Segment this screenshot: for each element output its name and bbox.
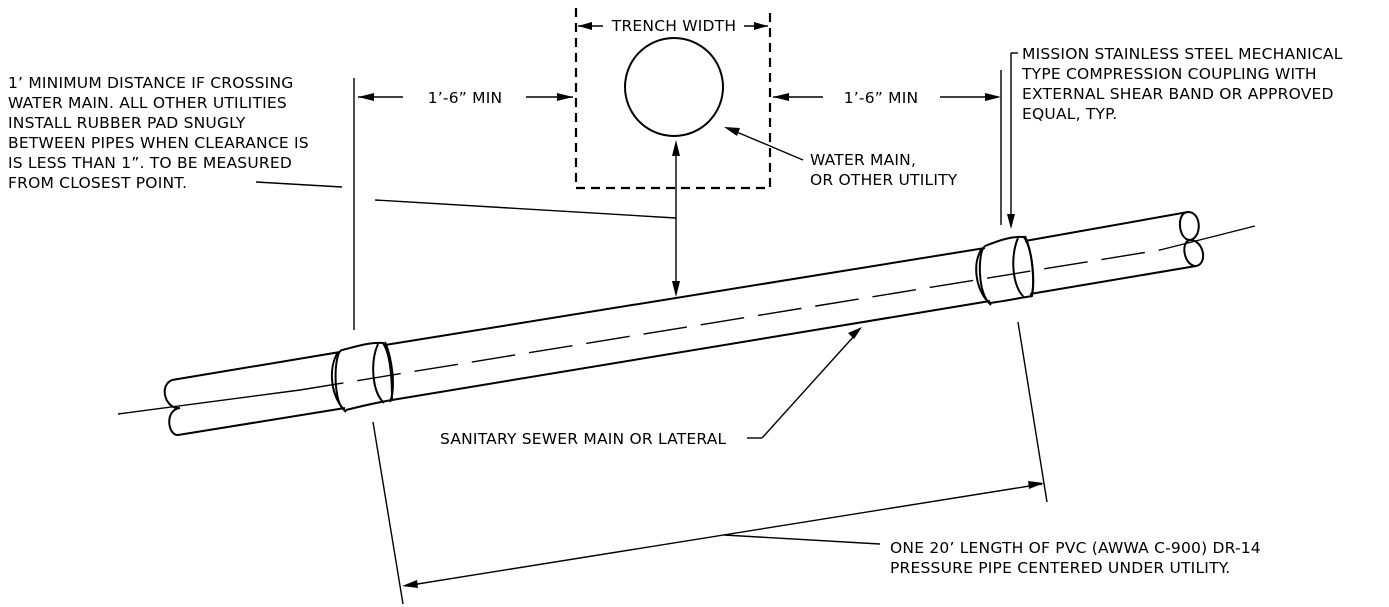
coupling-note-line-4: EQUAL, TYP. <box>1022 105 1117 123</box>
clearance-note-line-3: INSTALL RUBBER PAD SNUGLY <box>8 114 246 132</box>
clearance-note-line-1: 1’ MINIMUM DISTANCE IF CROSSING <box>8 74 293 92</box>
coupling-left <box>330 341 394 413</box>
extension-line-bottom-right <box>1017 321 1048 503</box>
coupling-note-line-2: TYPE COMPRESSION COUPLING WITH <box>1021 65 1317 83</box>
clearance-arrow-bottom <box>672 281 680 297</box>
clearance-note-line-4: BETWEEN PIPES WHEN CLEARANCE IS <box>8 134 309 152</box>
pipe-bottom-edge-mid <box>391 300 991 401</box>
pipe-break-left <box>163 379 181 436</box>
coupling-right-ring-a <box>978 245 991 304</box>
clearance-note-line-6: FROM CLOSEST POINT. <box>8 174 187 192</box>
pipe-bottom-edge-left <box>177 407 346 436</box>
offset-left-arrow-b <box>557 93 573 101</box>
sewer-main-label: SANITARY SEWER MAIN OR LATERAL <box>440 430 727 448</box>
length-arrow-right <box>1028 481 1044 489</box>
offset-left-arrow-a <box>358 93 374 101</box>
trench-width-arrow-left <box>578 22 592 30</box>
length-dim-line <box>404 483 1043 587</box>
pipe-top-edge-left <box>171 351 341 381</box>
water-main-leader <box>731 129 804 161</box>
pipe-break-right <box>1179 210 1205 268</box>
coupling-right-ring-c <box>1012 237 1026 299</box>
coupling-note-line-1: MISSION STAINLESS STEEL MECHANICAL <box>1022 45 1343 63</box>
length-dimension: ONE 20’ LENGTH OF PVC (AWWA C-900) DR-14… <box>372 321 1261 605</box>
clearance-leader-b <box>374 199 677 219</box>
clearance-note-line-5: IS LESS THAN 1”. TO BE MEASURED <box>8 154 292 172</box>
coupling-right-ring-d <box>1024 235 1035 298</box>
coupling-left-ring-b <box>330 351 347 413</box>
sewer-main-arrow <box>848 327 862 339</box>
clearance-leader-a <box>255 181 343 188</box>
trench-section: TRENCH WIDTH <box>574 8 772 190</box>
water-main-arrow <box>724 127 740 136</box>
length-arrow-left <box>402 580 418 588</box>
pvc-note-line-2: PRESSURE PIPE CENTERED UNDER UTILITY. <box>890 559 1230 577</box>
sewer-pipe <box>117 210 1256 436</box>
extension-line-bottom-left <box>372 421 404 605</box>
offset-right-label: 1’-6” MIN <box>844 89 919 107</box>
clearance-arrow-top <box>672 140 680 156</box>
coupling-right <box>975 235 1035 306</box>
coupling-left-band <box>341 341 394 411</box>
pipe-centerline <box>299 249 1161 391</box>
centerline-left-solid <box>117 389 301 415</box>
pipe-top-edge-mid <box>384 247 986 346</box>
coupling-right-ring-b <box>975 247 992 306</box>
centerline-right-solid <box>1159 225 1256 251</box>
pvc-leader <box>723 534 881 545</box>
offset-right-arrow-b <box>985 93 1001 101</box>
trench-width-label: TRENCH WIDTH <box>611 17 736 35</box>
clearance-note-line-2: WATER MAIN. ALL OTHER UTILITIES <box>8 94 287 112</box>
sewer-main-callout: SANITARY SEWER MAIN OR LATERAL <box>440 327 862 448</box>
pipe-top-edge-right <box>1024 211 1189 242</box>
coupling-note-line-3: EXTERNAL SHEAR BAND OR APPROVED <box>1022 85 1334 103</box>
coupling-note: MISSION STAINLESS STEEL MECHANICAL TYPE … <box>1007 45 1343 229</box>
water-main-callout: WATER MAIN, OR OTHER UTILITY <box>724 127 958 189</box>
water-main-pipe <box>624 37 724 137</box>
clearance-dimension <box>672 140 680 297</box>
trench-outline <box>574 8 772 190</box>
offset-left-label: 1’-6” MIN <box>428 89 503 107</box>
coupling-left-ring-c <box>372 343 385 404</box>
trench-width-arrow-right <box>754 22 768 30</box>
coupling-left-ring-d <box>384 341 394 403</box>
coupling-right-band <box>984 235 1034 304</box>
offset-right-arrow-a <box>773 93 789 101</box>
water-main-line-2: OR OTHER UTILITY <box>810 171 958 189</box>
pipe-bottom-edge-right <box>1029 265 1197 295</box>
pvc-note-line-1: ONE 20’ LENGTH OF PVC (AWWA C-900) DR-14 <box>890 539 1261 557</box>
sewer-main-leader <box>761 334 856 439</box>
water-main-line-1: WATER MAIN, <box>810 151 916 169</box>
offset-dimensions: 1’-6” MIN 1’-6” MIN <box>358 89 1001 107</box>
coupling-arrow <box>1007 214 1015 229</box>
clearance-note: 1’ MINIMUM DISTANCE IF CROSSING WATER MA… <box>8 74 677 219</box>
